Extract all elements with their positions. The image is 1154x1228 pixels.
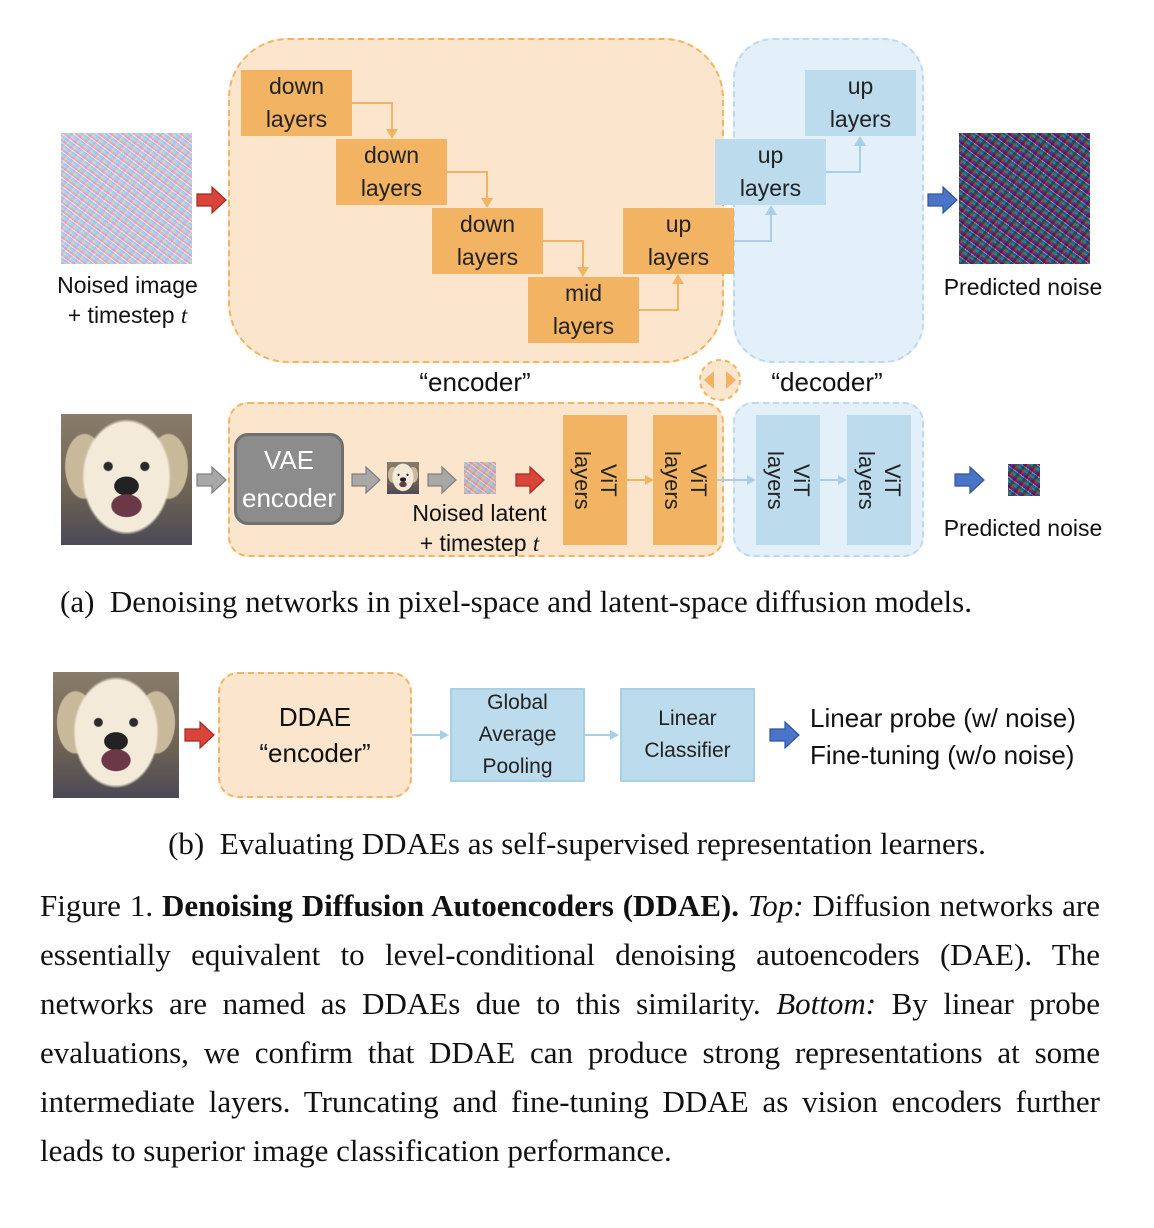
step-arrowhead bbox=[577, 267, 589, 277]
input-label-line2: + timestep t bbox=[40, 300, 215, 331]
linear-probe-label: Linear probe (w/ noise) bbox=[810, 703, 1076, 733]
latent-thumbnail bbox=[464, 462, 496, 494]
decoder-label: “decoder” bbox=[771, 367, 883, 397]
right-arrow bbox=[196, 185, 227, 215]
caption-b: (b) Evaluating DDAEs as self-supervised … bbox=[0, 824, 1154, 864]
step-arrow bbox=[826, 144, 861, 173]
vit-layers-1: ViT layers bbox=[563, 415, 627, 545]
block-label: ViT layers bbox=[570, 450, 621, 510]
latent-thumbnail bbox=[387, 462, 419, 494]
timestep-var: t bbox=[532, 531, 540, 556]
step-arrowhead bbox=[765, 205, 777, 215]
down-layers-3: down layers bbox=[432, 208, 543, 274]
block-label: down layers bbox=[360, 142, 423, 201]
global-average-pooling: Global Average Pooling bbox=[450, 688, 585, 782]
down-layers-1: down layers bbox=[241, 70, 352, 136]
connector-arrows-a bbox=[196, 102, 985, 495]
right-arrow bbox=[184, 720, 215, 750]
right-arrow bbox=[427, 465, 457, 495]
noised-latent-line1: Noised latent bbox=[412, 500, 547, 526]
timestep-text: + timestep bbox=[67, 302, 181, 328]
input-label: Noised image + timestep t bbox=[40, 270, 215, 331]
figure-number: Figure 1. bbox=[40, 888, 162, 923]
block-label: ViT layers bbox=[763, 450, 814, 510]
figure-caption: Figure 1. Denoising Diffusion Autoencode… bbox=[40, 881, 1100, 1175]
step-arrow bbox=[543, 240, 584, 269]
noised-latent-label: Noised latent + timestep t bbox=[392, 498, 567, 559]
caption-a-tag: (a) bbox=[60, 584, 95, 619]
up-layers-1: up layers bbox=[623, 208, 734, 274]
vit-layers-4: ViT layers bbox=[847, 415, 911, 545]
vit-layers-2: ViT layers bbox=[653, 415, 717, 545]
ddae-encoder: DDAE “encoder” bbox=[218, 672, 412, 798]
step-arrow bbox=[734, 213, 772, 242]
encoder-label: “encoder” bbox=[419, 367, 531, 397]
predicted-noise-label-bottom: Predicted noise bbox=[943, 515, 1103, 541]
block-label: mid layers bbox=[552, 280, 615, 339]
step-arrow bbox=[639, 282, 679, 311]
right-arrow bbox=[351, 465, 381, 495]
ddae-encoder-label: DDAE “encoder” bbox=[259, 702, 371, 768]
caption-a: (a) Denoising networks in pixel-space an… bbox=[60, 582, 1120, 622]
noise-image bbox=[959, 133, 1090, 264]
vit-connector-head bbox=[747, 475, 756, 485]
right-arrow bbox=[954, 465, 985, 495]
connector-arrows-b bbox=[184, 720, 800, 750]
step-arrowhead bbox=[386, 129, 398, 139]
block-label: down layers bbox=[456, 211, 519, 270]
right-arrow bbox=[515, 465, 545, 495]
vae-encoder: VAE encoder bbox=[234, 433, 344, 525]
caption-b-text: Evaluating DDAEs as self-supervised repr… bbox=[219, 826, 986, 861]
up-layers-3: up layers bbox=[805, 70, 916, 136]
figure-title: Denoising Diffusion Autoencoders (DDAE). bbox=[161, 888, 739, 923]
timestep-text: + timestep bbox=[419, 530, 533, 556]
right-arrow bbox=[927, 185, 958, 215]
connector-head bbox=[440, 730, 449, 740]
result-labels: Linear probe (w/ noise) Fine-tuning (w/o… bbox=[810, 700, 1150, 774]
step-arrowhead bbox=[481, 198, 493, 208]
block-label: down layers bbox=[265, 73, 328, 132]
block-label: up layers bbox=[647, 211, 710, 270]
dog-image bbox=[61, 414, 192, 545]
top-label: Top: bbox=[747, 888, 804, 923]
right-arrow bbox=[769, 720, 800, 750]
top-text: Diffusion networks are essentially equiv… bbox=[40, 888, 1101, 1021]
right-arrow bbox=[196, 465, 227, 495]
vit-layers-3: ViT layers bbox=[756, 415, 820, 545]
noised-latent-line2: + timestep t bbox=[392, 528, 567, 559]
step-arrow bbox=[352, 102, 393, 131]
step-arrowhead bbox=[672, 274, 684, 284]
block-label: ViT layers bbox=[660, 450, 711, 510]
input-label-line1: Noised image bbox=[57, 272, 198, 298]
block-label: up layers bbox=[829, 73, 892, 132]
vit-connector-head bbox=[645, 475, 654, 485]
vit-connector-head bbox=[838, 475, 847, 485]
block-label: up layers bbox=[739, 142, 802, 201]
mid-layers: mid layers bbox=[528, 277, 639, 343]
timestep-var: t bbox=[180, 303, 188, 328]
connector-head bbox=[610, 730, 619, 740]
caption-a-text: Denoising networks in pixel-space and la… bbox=[109, 584, 972, 619]
bottom-label: Bottom: bbox=[776, 986, 877, 1021]
caption-b-tag: (b) bbox=[168, 826, 205, 861]
step-arrowhead bbox=[854, 136, 866, 146]
predicted-noise-label-top: Predicted noise bbox=[943, 274, 1103, 300]
bottom-text: By linear probe evaluations, we confirm … bbox=[40, 986, 1101, 1168]
double-arrow bbox=[699, 359, 741, 401]
noise-image bbox=[1008, 464, 1040, 496]
dog-image bbox=[53, 672, 179, 798]
step-arrow bbox=[447, 171, 488, 200]
noised-dog-image bbox=[61, 133, 192, 264]
block-label: ViT layers bbox=[854, 450, 905, 510]
fine-tuning-label: Fine-tuning (w/o noise) bbox=[810, 740, 1075, 770]
linear-classifier: Linear Classifier bbox=[620, 688, 755, 782]
up-layers-2: up layers bbox=[715, 139, 826, 205]
down-layers-2: down layers bbox=[336, 139, 447, 205]
